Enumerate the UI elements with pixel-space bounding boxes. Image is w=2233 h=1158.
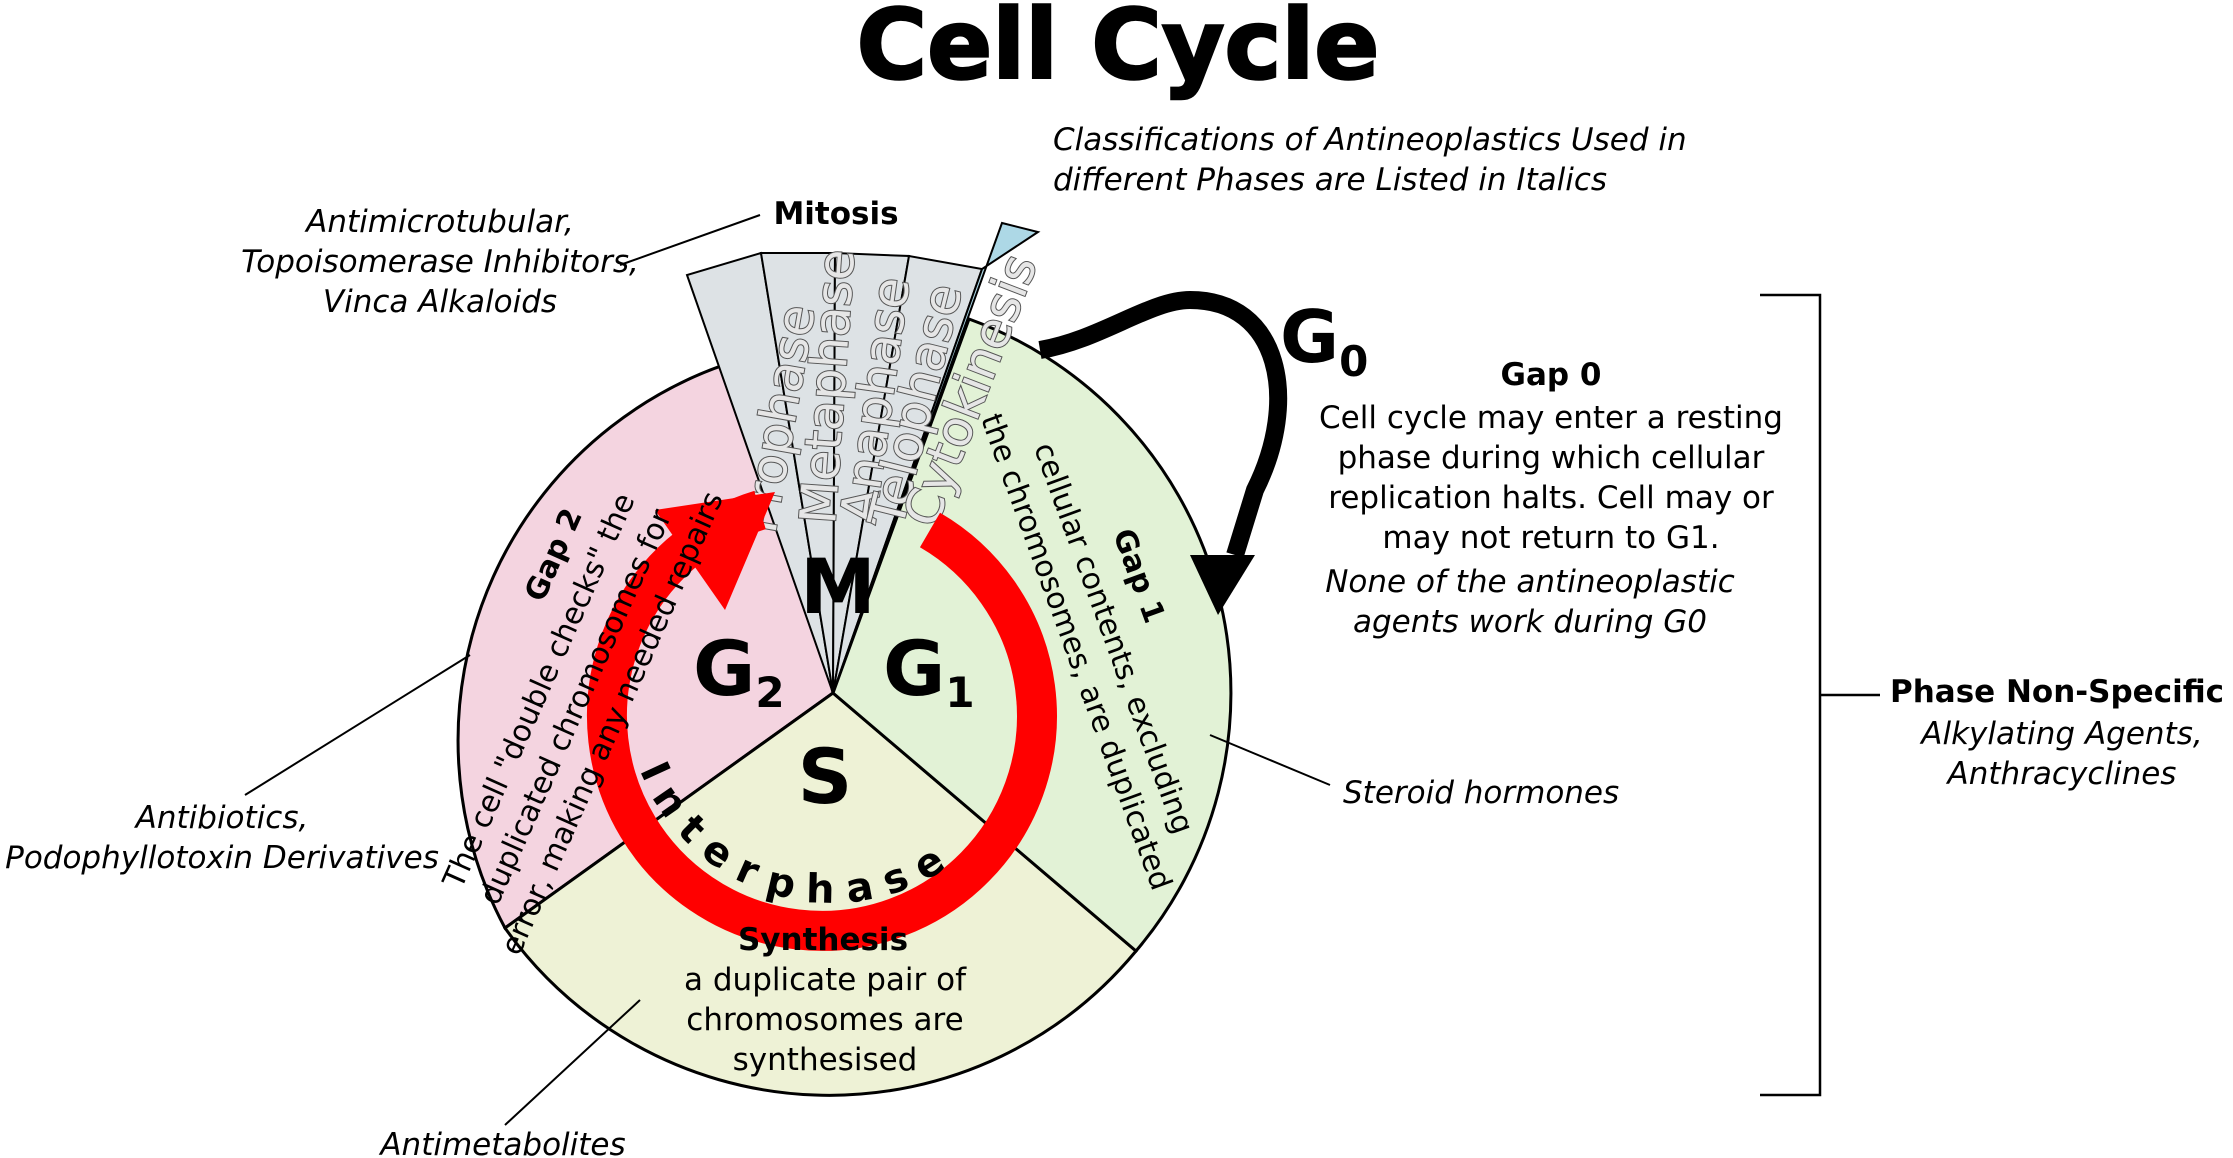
- label-s: S: [798, 732, 853, 821]
- phase-nonspecific-drug-2: Anthracyclines: [1946, 756, 2177, 792]
- mitosis-leader: [619, 214, 761, 266]
- label-g2: G2: [693, 624, 785, 717]
- label-g1: G1: [883, 624, 975, 717]
- mitosis-drug-2: Topoisomerase Inhibitors,: [241, 244, 639, 280]
- gap1-drug: Steroid hormones: [1343, 775, 1619, 811]
- g0-arrow: [1038, 290, 1288, 558]
- gap0-line-4: may not return to G1.: [1382, 520, 1719, 556]
- gap0-note-1: None of the antineoplastic: [1325, 564, 1735, 600]
- gap0-line-1: Cell cycle may enter a resting: [1319, 400, 1783, 436]
- subtitle-line-2: different Phases are Listed in Italics: [1053, 162, 1607, 198]
- mitosis-drug-1: Antimicrotubular,: [304, 204, 574, 240]
- subtitle-line-1: Classifications of Antineoplastics Used …: [1053, 122, 1687, 158]
- gap0-line-2: phase during which cellular: [1338, 440, 1765, 476]
- ring-arrowhead: [655, 492, 775, 610]
- synthesis-line-3: synthesised: [733, 1042, 918, 1078]
- synthesis-leader: [504, 999, 641, 1126]
- mitosis-drug-3: Vinca Alkaloids: [323, 284, 557, 320]
- phase-nonspecific-drug-1: Alkylating Agents,: [1919, 716, 2202, 752]
- gap2-drug-1: Antibiotics,: [134, 800, 309, 836]
- mitosis-label: Mitosis: [773, 196, 898, 232]
- gap0-note-2: agents work during G0: [1353, 604, 1707, 640]
- gap2-leader: [244, 654, 471, 796]
- gap0-title: Gap 0: [1501, 357, 1602, 393]
- synthesis-line-2: chromosomes are: [686, 1002, 963, 1038]
- gap1-leader: [1209, 734, 1331, 786]
- label-m: M: [800, 542, 876, 631]
- gap0-line-3: replication halts. Cell may or: [1328, 480, 1774, 516]
- sector-synthesis: [502, 691, 1139, 1097]
- synthesis-title: Synthesis: [738, 922, 908, 958]
- phase-nonspecific-title: Phase Non-Specific: [1890, 674, 2224, 710]
- label-metaphase: Metaphase: [789, 247, 866, 525]
- synthesis-drug: Antimetabolites: [378, 1127, 625, 1158]
- g0-arrowhead: [1190, 555, 1255, 615]
- mitosis-fan: [685, 221, 1041, 694]
- wedge-cytokinesis: [832, 221, 1041, 694]
- g0-label: G0: [1280, 295, 1368, 386]
- gap2-drug-2: Podophyllotoxin Derivatives: [5, 840, 439, 876]
- synthesis-line-1: a duplicate pair of: [684, 962, 967, 998]
- page-title: Cell Cycle: [857, 0, 1380, 101]
